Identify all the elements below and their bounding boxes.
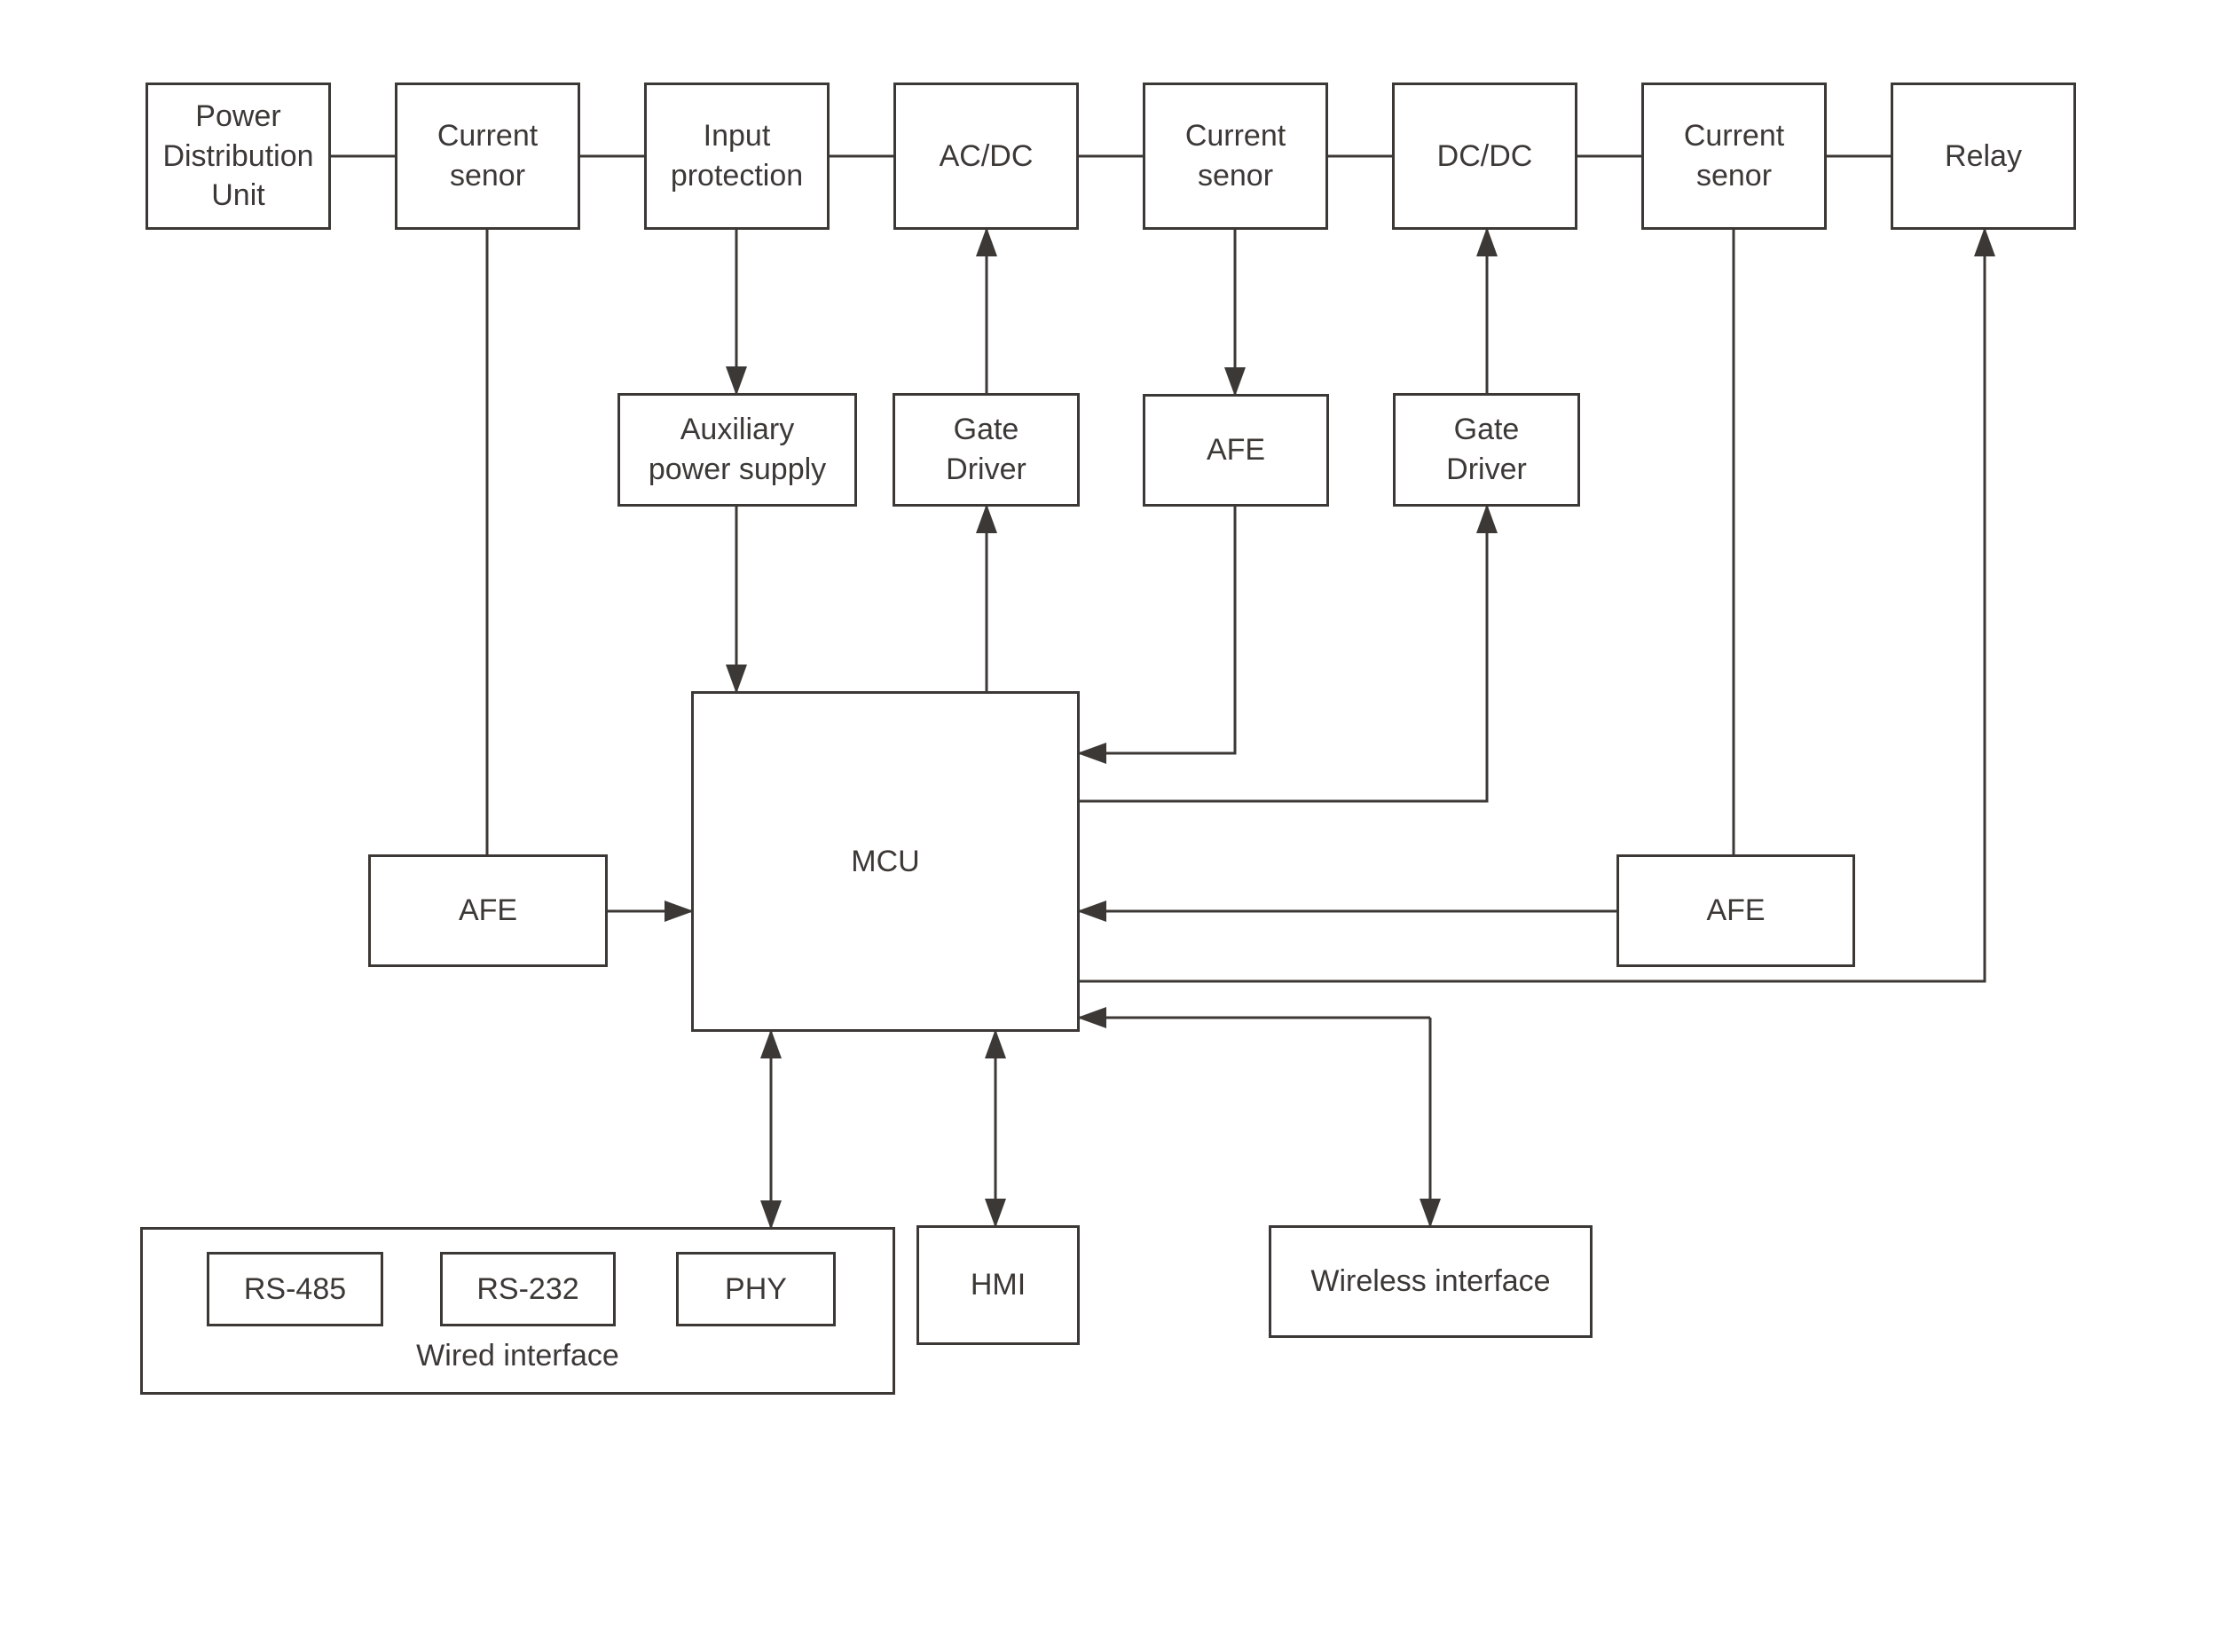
node-gate-driver-dcdc: Gate Driver [1393, 393, 1580, 507]
node-power-distribution-unit: Power Distribution Unit [146, 83, 331, 230]
link-mcu-to-gate-driver-dcdc [1080, 504, 1498, 803]
node-wireless-interface: Wireless interface [1269, 1225, 1593, 1338]
node-acdc: AC/DC [893, 83, 1079, 230]
node-rs485: RS-485 [207, 1252, 383, 1326]
link-afe-mid-to-mcu [1077, 506, 1237, 764]
node-afe-right: AFE [1616, 854, 1855, 967]
node-afe-left: AFE [368, 854, 608, 967]
node-phy: PHY [676, 1252, 836, 1326]
node-mcu: MCU [691, 691, 1080, 1032]
node-relay: Relay [1891, 83, 2076, 230]
link-mcu-to-relay [1080, 227, 1995, 983]
node-current-sensor-input: Current senor [395, 83, 580, 230]
node-current-sensor-output: Current senor [1641, 83, 1827, 230]
node-gate-driver-acdc: Gate Driver [893, 393, 1080, 507]
node-afe-mid: AFE [1143, 394, 1329, 507]
node-rs232: RS-232 [440, 1252, 616, 1326]
node-input-protection: Input protection [644, 83, 830, 230]
node-hmi: HMI [916, 1225, 1080, 1345]
node-dcdc: DC/DC [1392, 83, 1577, 230]
node-auxiliary-power-supply: Auxiliary power supply [617, 393, 857, 507]
wired-interface-group: RS-485 RS-232 PHY Wired interface [140, 1227, 895, 1395]
wired-interface-label: Wired interface [416, 1339, 619, 1373]
node-current-sensor-mid: Current senor [1143, 83, 1328, 230]
